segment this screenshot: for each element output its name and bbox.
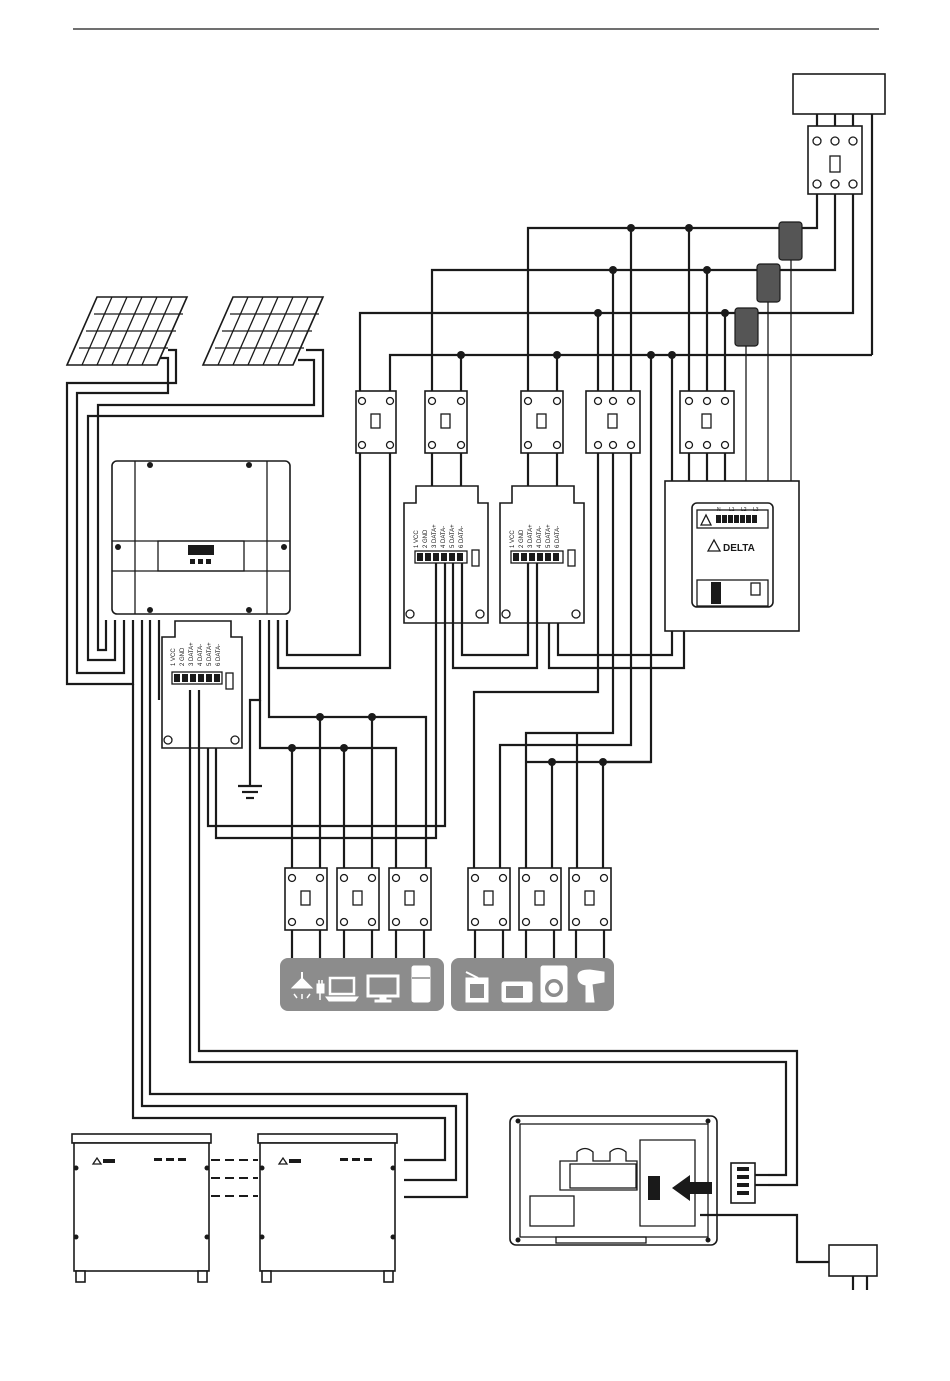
upper-breaker-inverter: [356, 391, 396, 453]
svg-text:2 GND: 2 GND: [180, 647, 186, 666]
bus-drops: [461, 228, 725, 393]
utility-grid-box: [793, 74, 885, 114]
lower-breaker-4: [468, 868, 510, 930]
refrigerator-icon: [412, 966, 430, 1002]
backup-box: [510, 1116, 717, 1245]
ct-clamp-l1: [779, 222, 802, 260]
grid-main-breaker: [808, 126, 862, 194]
normal-load-wires: [552, 733, 651, 868]
ct-clamps: [735, 222, 802, 481]
battery-module-1: [72, 1134, 211, 1282]
svg-text:L2: L2: [741, 507, 747, 513]
lower-breaker-6: [569, 868, 611, 930]
svg-text:3 DATA+: 3 DATA+: [528, 524, 534, 548]
svg-text:1 VCC: 1 VCC: [414, 530, 420, 548]
lower-breaker-5: [519, 868, 561, 930]
meter-brand: DELTA: [723, 543, 755, 554]
svg-text:5 DATA+: 5 DATA+: [546, 524, 552, 548]
svg-text:L1: L1: [729, 507, 735, 513]
svg-text:2 GND: 2 GND: [423, 529, 429, 548]
normal-loads-panel: [451, 958, 614, 1011]
svg-text:6 DATA-: 6 DATA-: [216, 644, 222, 666]
lower-breaker-2: [337, 868, 379, 930]
backup-junctions: [288, 713, 376, 752]
ct-clamp-l2: [757, 264, 780, 302]
upper-breaker-3p-meter: [680, 391, 734, 453]
backup-output-wires: [260, 620, 426, 868]
washing-machine-icon: [541, 966, 567, 1002]
backup-loads-panel: [280, 958, 444, 1011]
lower-breaker-1: [285, 868, 327, 930]
battery-parallel-links: [211, 1160, 258, 1196]
svg-text:4 DATA-: 4 DATA-: [537, 526, 543, 548]
upper-breaker-meter-2: [521, 391, 563, 453]
svg-text:1 VCC: 1 VCC: [171, 648, 177, 666]
battery-module-2: [258, 1134, 397, 1282]
pv-panel-2: [203, 297, 323, 365]
svg-text:4 DATA-: 4 DATA-: [198, 644, 204, 666]
pv-panel-1: [67, 297, 187, 365]
inverter-display: [188, 545, 214, 555]
inverter-comm-board: 1 VCC 2 GND 3 DATA+ 4 DATA- 5 DATA+ 6 DA…: [162, 621, 242, 748]
meter-interface-board-2: 1 VCC 2 GND 3 DATA+ 4 DATA- 5 DATA+ 6 DA…: [500, 486, 584, 623]
backup-box-power-wire: [700, 1215, 829, 1262]
svg-text:5 DATA+: 5 DATA+: [450, 524, 456, 548]
svg-text:1 VCC: 1 VCC: [510, 530, 516, 548]
svg-text:6 DATA-: 6 DATA-: [555, 526, 561, 548]
backup-box-connector: [731, 1163, 768, 1203]
svg-text:5 DATA+: 5 DATA+: [207, 642, 213, 666]
upper-breaker-3p-loads: [586, 391, 640, 453]
svg-text:4 DATA-: 4 DATA-: [441, 526, 447, 548]
lower-breaker-3: [389, 868, 431, 930]
svg-text:L3: L3: [753, 507, 759, 513]
upper-breaker-meter-1: [425, 391, 467, 453]
svg-text:3 DATA+: 3 DATA+: [432, 524, 438, 548]
breaker-to-load-wires: [292, 930, 604, 960]
svg-text:2 GND: 2 GND: [519, 529, 525, 548]
ct-clamp-l3: [735, 308, 758, 346]
svg-text:N: N: [717, 507, 721, 513]
power-outlet-box: [829, 1245, 877, 1290]
svg-text:6 DATA-: 6 DATA-: [459, 526, 465, 548]
microwave-icon: [502, 982, 532, 1002]
svg-text:3 DATA+: 3 DATA+: [189, 642, 195, 666]
hybrid-inverter: [112, 461, 290, 614]
